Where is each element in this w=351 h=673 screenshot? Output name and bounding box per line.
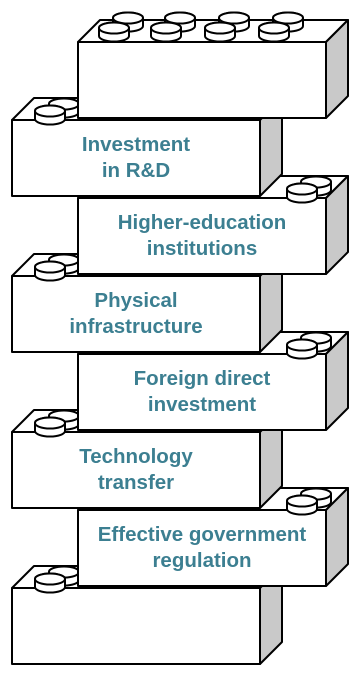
brick-front-face [11, 587, 261, 665]
brick-front-face [11, 119, 261, 197]
brick-top [77, 11, 349, 119]
brick-label-line1: Physical [94, 289, 177, 312]
stud-icon [258, 21, 290, 43]
stud-icon [98, 21, 130, 43]
stud-icon [286, 494, 318, 516]
brick-label-line2: institutions [147, 237, 257, 260]
brick-label-line2: investment [148, 393, 256, 416]
stud-icon [286, 182, 318, 204]
brick-label-line2: in R&D [102, 159, 170, 182]
stud-icon [286, 338, 318, 360]
brick-label-line1: Foreign direct [134, 367, 271, 390]
stud-icon [34, 104, 66, 126]
brick-label-line2: infrastructure [69, 315, 202, 338]
brick-front-face [77, 41, 327, 119]
brick-label-line1: Investment [82, 133, 190, 156]
brick-label-line1: Effective government [98, 523, 307, 546]
stud-icon [204, 21, 236, 43]
stud-icon [150, 21, 182, 43]
stud-icon [34, 260, 66, 282]
brick-label-line2: transfer [98, 471, 174, 494]
brick-front-face [77, 509, 327, 587]
brick-front-face [77, 197, 327, 275]
brick-front-face [11, 275, 261, 353]
brick-label-line2: regulation [152, 549, 251, 572]
brick-label-line1: Technology [79, 445, 193, 468]
stud-icon [112, 11, 144, 33]
stud-icon [34, 416, 66, 438]
brick-front-face [77, 353, 327, 431]
brick-label-line1: Higher-education [118, 211, 287, 234]
stud-icon [34, 572, 66, 594]
brick-front-face [11, 431, 261, 509]
